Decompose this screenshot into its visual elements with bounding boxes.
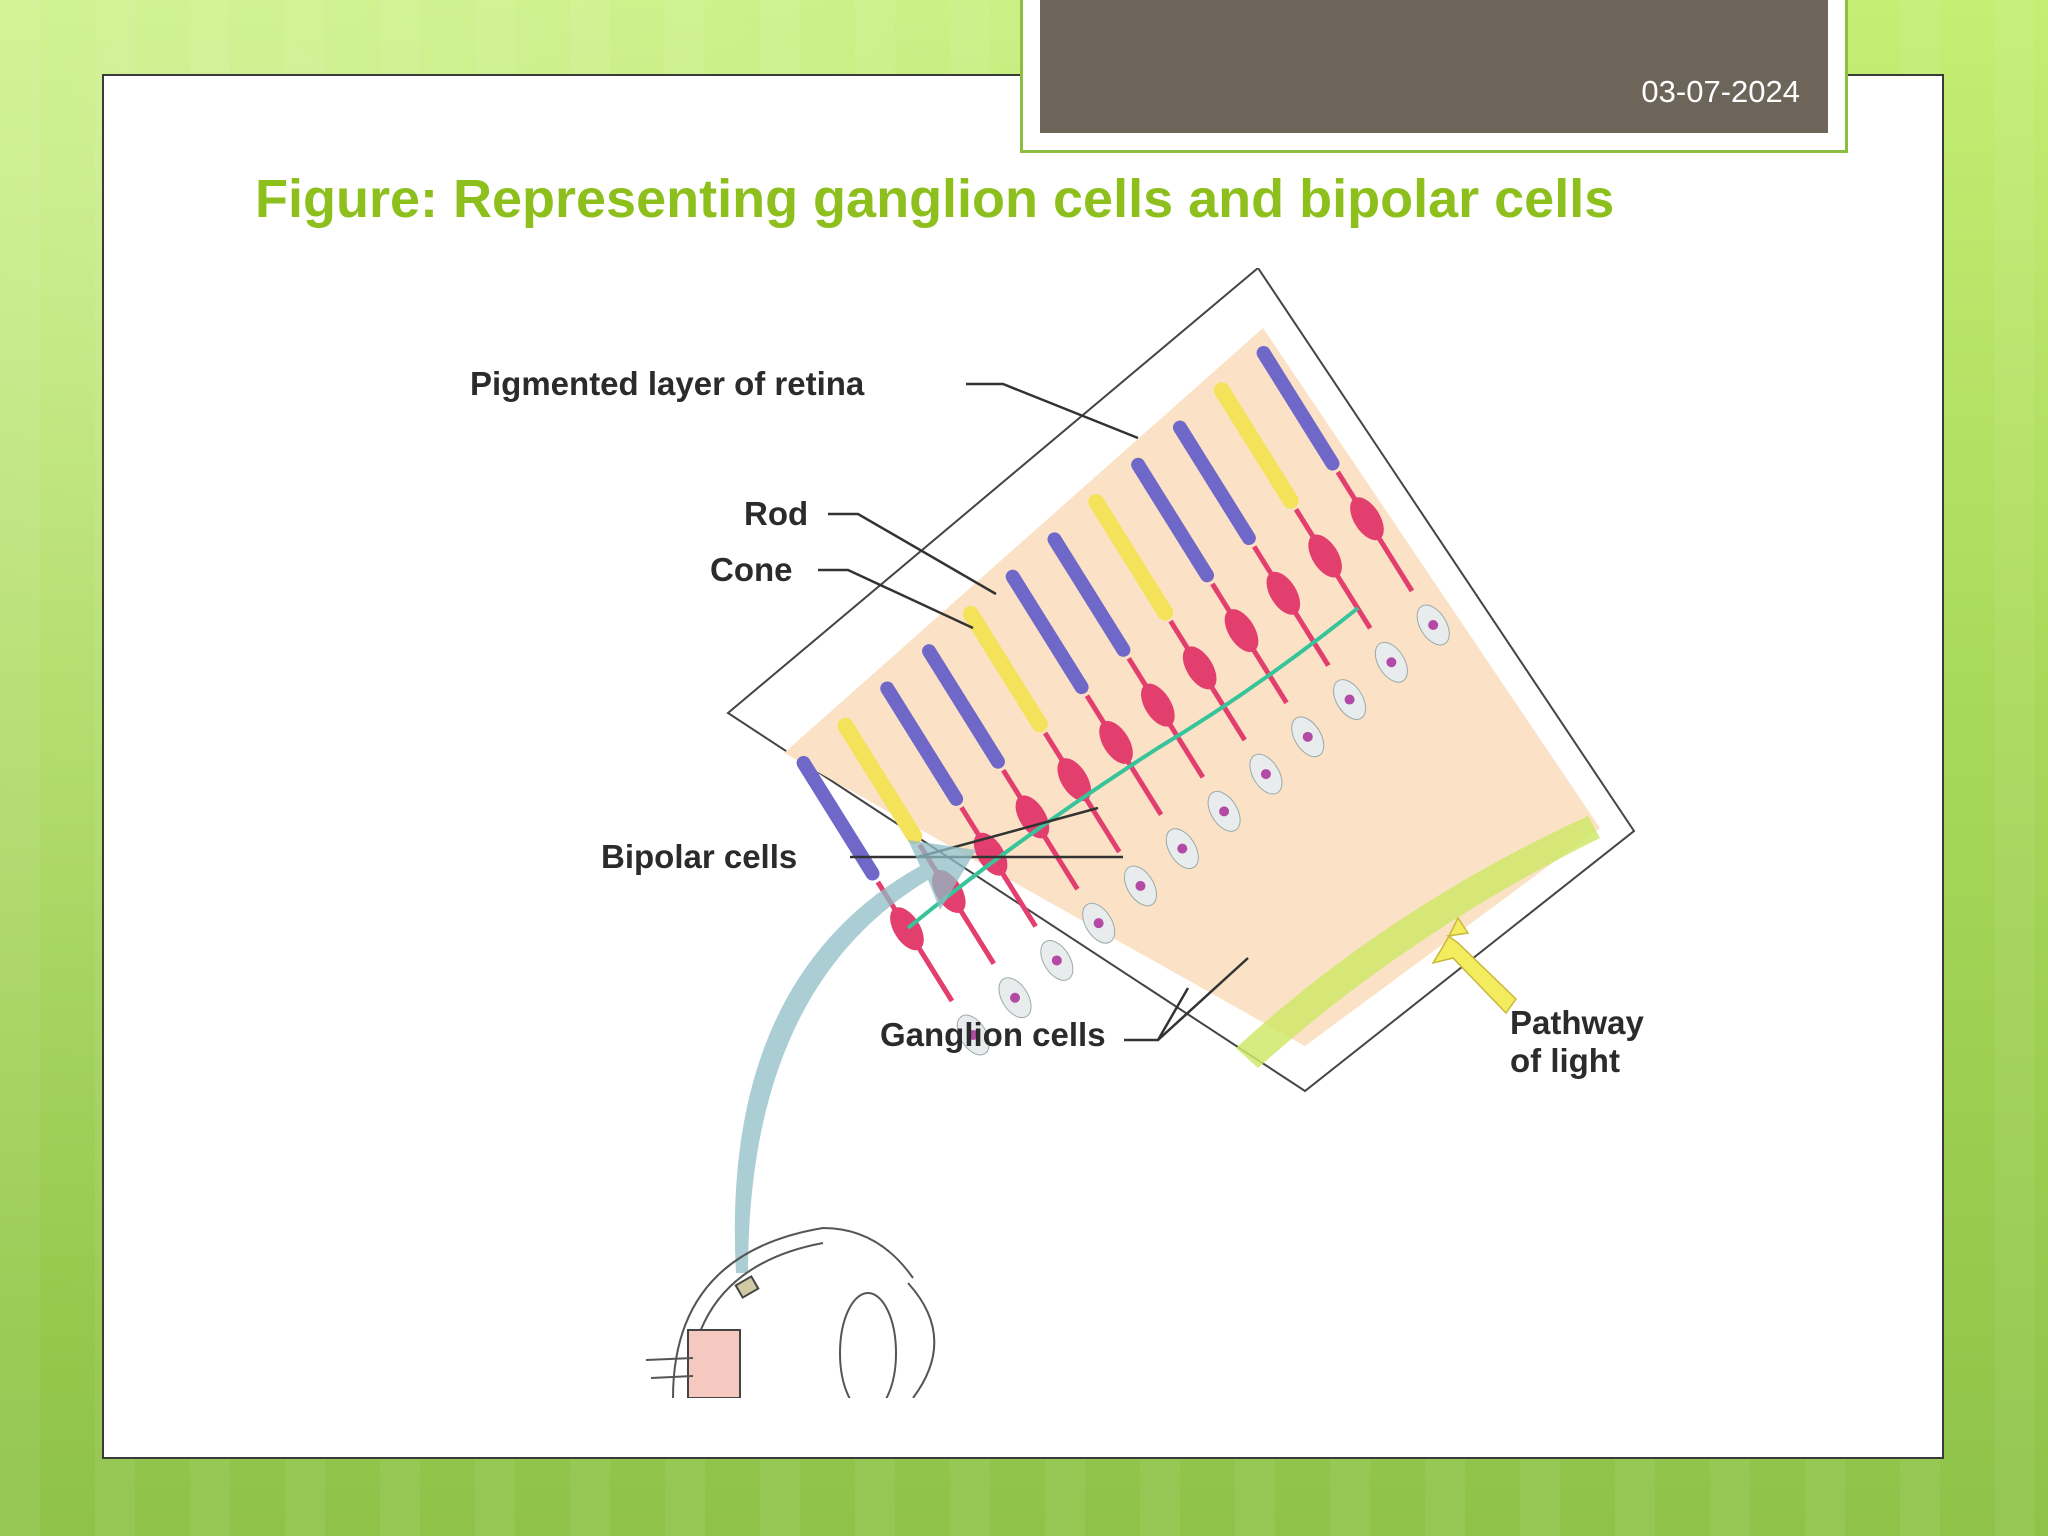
cell-column — [1256, 346, 1450, 646]
ganglion-nucleus — [968, 1030, 979, 1040]
rod-leader — [828, 512, 997, 596]
retina-figure: Pigmented layer of retina Rod Cone Bipol… — [458, 268, 1686, 1398]
slide-title: Figure: Representing ganglion cells and … — [255, 169, 1615, 229]
cell-column — [1131, 457, 1325, 758]
bipolar-cell — [973, 832, 1008, 876]
ganglion-nucleus — [1177, 843, 1188, 854]
rod-cell — [1256, 346, 1340, 471]
bipolar-cell — [1350, 497, 1384, 541]
cone-cell — [962, 605, 1048, 733]
nerve-fiber-layer — [1236, 816, 1600, 1068]
bipolar-cell — [1141, 683, 1175, 727]
bipolar-cell — [1308, 534, 1342, 578]
ganglion-nucleus — [1219, 806, 1230, 817]
cell-column — [1172, 420, 1367, 720]
rod-cell — [922, 644, 1005, 769]
label-pigmented-layer: Pigmented layer of retina — [470, 365, 865, 402]
bipolar-cell — [1099, 720, 1133, 764]
label-cone: Cone — [710, 551, 793, 588]
ganglion-leader-b — [1157, 957, 1249, 1041]
curved-arrow-icon — [734, 840, 976, 1273]
pigmented-leader — [966, 382, 1139, 440]
retina-diagram: Pigmented layer of retina Rod Cone Bipol… — [470, 268, 1645, 1398]
cone-leader — [818, 568, 974, 630]
cell-column — [880, 681, 1074, 981]
eye-sketch-icon — [645, 1226, 936, 1398]
rod-cell — [1047, 532, 1131, 657]
cell-column — [1047, 532, 1241, 832]
cell-column — [962, 605, 1158, 907]
cone-cell — [1088, 494, 1174, 621]
bipolar-cell — [1057, 758, 1092, 802]
ganglion-leader-a — [1124, 987, 1190, 1042]
ganglion-nucleus — [1010, 992, 1021, 1003]
ganglion-nucleus — [1344, 694, 1355, 705]
date-tab — [1040, 0, 1828, 133]
label-rod: Rod — [744, 495, 808, 532]
bipolar-cell — [1182, 646, 1217, 690]
rod-cell — [1005, 569, 1089, 695]
ganglion-nucleus — [1260, 769, 1271, 780]
rod-cell — [1172, 420, 1256, 546]
label-pathway-line1: Pathway — [1510, 1004, 1645, 1041]
rod-cell — [796, 756, 880, 881]
slide-date: 03-07-2024 — [1641, 74, 1800, 109]
cell-column — [1088, 494, 1283, 795]
cone-cell — [837, 717, 923, 845]
label-ganglion-cells: Ganglion cells — [880, 1016, 1106, 1053]
cell-column — [1005, 569, 1199, 870]
rod-cell — [880, 681, 964, 806]
bipolar-cell — [890, 907, 924, 951]
ganglion-nucleus — [1386, 657, 1397, 668]
ganglion-nucleus — [1051, 955, 1062, 966]
ganglion-nucleus — [1302, 731, 1313, 742]
ganglion-nucleus — [1428, 620, 1439, 630]
label-pathway-line2: of light — [1510, 1042, 1620, 1079]
retina-cells — [796, 346, 1450, 1056]
horizontal-cell-process — [906, 606, 1360, 930]
label-bipolar-cells: Bipolar cells — [601, 838, 797, 875]
cone-cell — [1213, 382, 1299, 509]
bipolar-cell — [1224, 609, 1259, 653]
light-arrow-icon — [1431, 916, 1517, 1015]
ganglion-nucleus — [1093, 918, 1104, 929]
ganglion-nucleus — [1135, 880, 1146, 891]
bipolar-cell — [1266, 571, 1301, 615]
rod-cell — [1131, 457, 1215, 583]
